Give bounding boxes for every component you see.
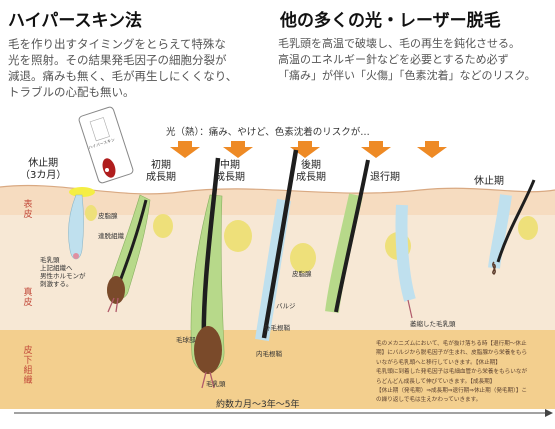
stage-early-anagen: 初期 成長期 xyxy=(146,160,176,183)
label-sebaceous-gland-2: 皮脂腺 xyxy=(292,270,312,278)
arrow-icon xyxy=(170,141,200,158)
label-shrunken-papilla: 萎縮した毛乳頭 xyxy=(410,320,456,328)
left-line-4: トラブルの心配も無い。 xyxy=(8,85,135,99)
stage-telogen-start: 休止期 （3カ月） xyxy=(20,158,67,181)
left-line-3: 減退。痛みも無く、毛が再生しにくくなり、 xyxy=(8,69,238,83)
label-hair-bulb: 毛球部 xyxy=(176,336,196,344)
left-title: ハイパースキン法 xyxy=(8,11,142,31)
light-caption: 光（熱）：痛み、やけど、色素沈着のリスクが… xyxy=(166,127,370,138)
timeline-caption: 約数カ月〜3年〜5年 xyxy=(216,400,300,410)
label-sebaceous-gland: 皮脂腺 xyxy=(98,212,118,220)
arrow-icon xyxy=(417,141,447,158)
follicle-telogen-start xyxy=(68,194,97,260)
label-bulge: 達脱組織 xyxy=(98,232,124,240)
layer-dermis: 真皮 xyxy=(23,288,33,308)
layer-subcutis: 皮下組織 xyxy=(23,346,33,386)
follicle-telogen-late xyxy=(395,204,416,319)
follicle-late-anagen xyxy=(255,149,316,342)
label-dermal-papilla: 毛乳頭 上記組織へ 男性ホルモンが 刺激する。 xyxy=(40,256,86,288)
label-papilla-2: 毛乳頭 xyxy=(206,380,226,388)
stage-telogen-end: 休止期 xyxy=(474,176,504,187)
layer-epidermis: 表皮 xyxy=(23,200,33,220)
follicle-telogen-end xyxy=(488,179,538,275)
stage-catagen: 退行期 xyxy=(370,172,400,183)
explanatory-note: 毛のメカニズムにおいて、毛が抜け落ちる時【退行期〜休止期】にバルジから脱毛因子が… xyxy=(376,341,528,404)
arrow-icon xyxy=(361,141,391,158)
label-outer-root-sheath: 外毛根鞘 xyxy=(264,324,290,332)
left-line-1: 毛を作り出すタイミングをとらえて特殊な xyxy=(8,37,226,51)
follicle-early-anagen xyxy=(107,194,173,313)
right-line-3: 「痛み」が伴い「火傷」「色素沈着」などのリスク。 xyxy=(278,69,536,82)
light-arrows xyxy=(170,141,447,158)
right-line-2: 高温のエネルギー針などを必要とするため必ず xyxy=(278,53,509,66)
follicle-mid-anagen xyxy=(190,157,252,389)
left-line-2: 光を照射。その結果発毛因子の細胞分裂が xyxy=(8,53,227,67)
label-inner-root-sheath: 内毛根鞘 xyxy=(256,350,282,358)
hyperskin-device-icon xyxy=(69,106,134,197)
arrow-icon xyxy=(290,141,320,158)
right-title: 他の多くの光・レーザー脱毛 xyxy=(280,11,501,31)
right-line-1: 毛乳頭を高温で破壊し、毛の再生を鈍化させる。 xyxy=(278,37,520,50)
timeline-arrowhead-icon xyxy=(545,409,553,417)
stage-late-anagen: 後期 成長期 xyxy=(296,160,326,183)
label-bulge-2: バルジ xyxy=(276,302,296,310)
subcutis-layer xyxy=(0,330,555,409)
arrow-icon xyxy=(223,141,253,158)
stage-mid-anagen: 中期 成長期 xyxy=(215,160,245,183)
